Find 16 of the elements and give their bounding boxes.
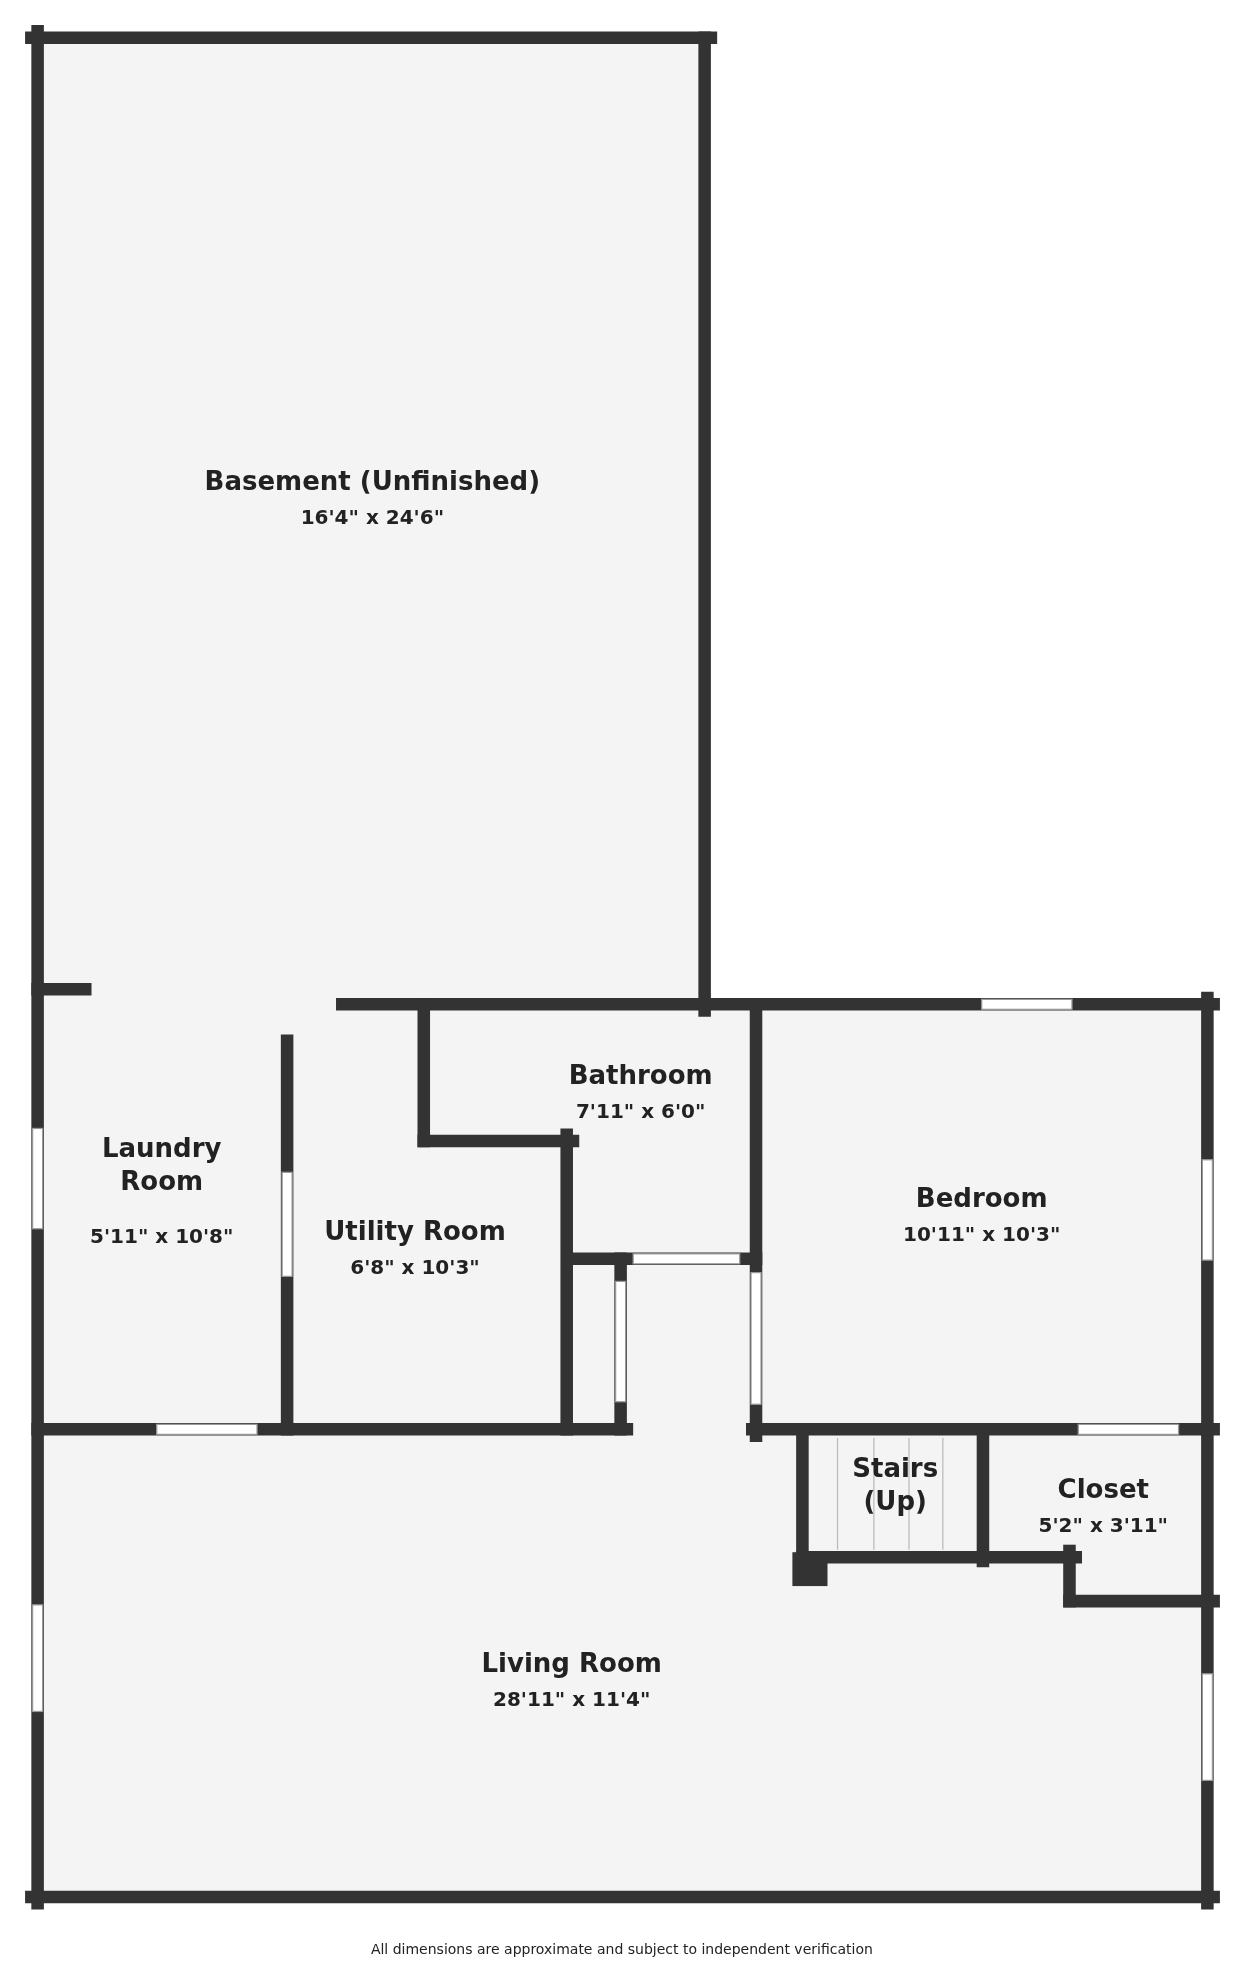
room-name: Bedroom bbox=[914, 1181, 1049, 1215]
room-name: Basement (Unfinished) bbox=[203, 464, 542, 498]
caption: All dimensions are approximate and subject to independent verification bbox=[370, 1940, 873, 1957]
room-dimensions: 16'4" x 24'6" bbox=[300, 505, 445, 530]
room-dimensions: 10'11" x 10'3" bbox=[903, 1222, 1061, 1247]
room-name: Closet bbox=[1056, 1472, 1150, 1506]
room-dimensions: 28'11" x 11'4" bbox=[493, 1687, 651, 1712]
room-name: Utility Room bbox=[323, 1214, 507, 1247]
room-dimensions: 6'8" x 10'3" bbox=[350, 1254, 480, 1279]
room-dimensions: 5'2" x 3'11" bbox=[1038, 1513, 1169, 1538]
room-dimensions: 5'11" x 10'8" bbox=[90, 1223, 234, 1248]
room-name: Living Room bbox=[480, 1646, 663, 1680]
room-name: Stairs (Up) bbox=[851, 1451, 940, 1517]
room-dimensions: 7'11" x 6'0" bbox=[575, 1099, 706, 1124]
room-name: Laundry Room bbox=[100, 1131, 223, 1197]
room-name: Bathroom bbox=[567, 1058, 714, 1092]
